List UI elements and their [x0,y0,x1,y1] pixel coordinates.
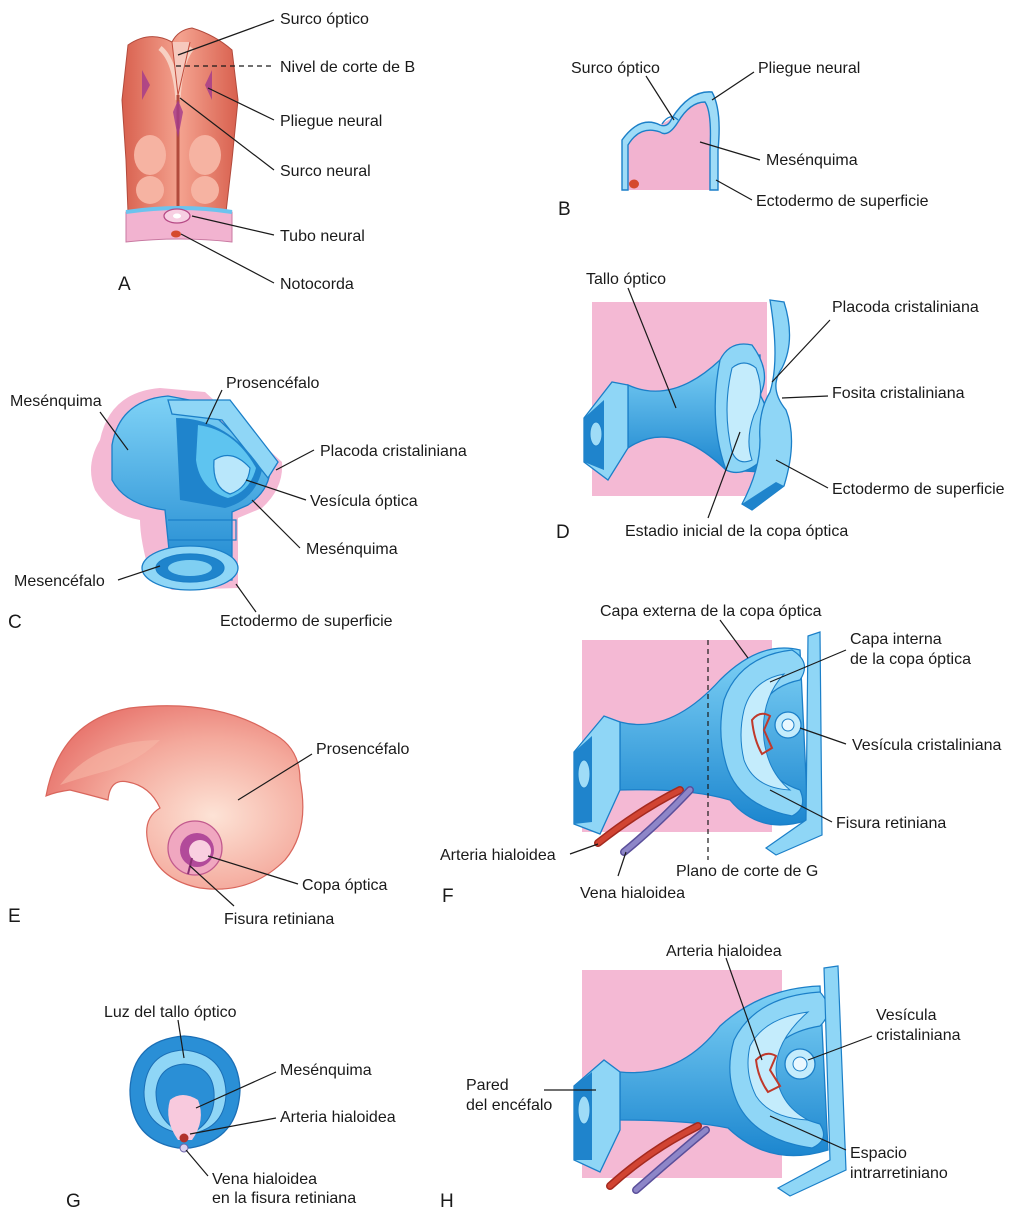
label-e-1: Prosencéfalo [316,741,409,758]
label-g-3: Arteria hialoidea [280,1109,396,1126]
panel-letter-h: H [440,1191,454,1211]
label-b-4: Ectodermo de superficie [756,193,929,210]
label-c-3: Placoda cristaliniana [320,443,467,460]
label-b-2: Pliegue neural [758,60,860,77]
panel-g: Luz del tallo óptico Mesénquima Arteria … [66,1004,396,1211]
label-f-4: Vesícula cristaliniana [852,737,1002,754]
label-c-1: Mesénquima [10,393,102,410]
panel-d: Tallo óptico Placoda cristaliniana Fosit… [556,271,1005,543]
panel-c: Mesénquima Prosencéfalo Placoda cristali… [8,375,467,633]
cross-section-slab [126,208,232,242]
label-h-3: cristaliniana [876,1027,961,1044]
label-g-5: en la fisura retiniana [212,1190,356,1207]
panel-e: Prosencéfalo Copa óptica Fisura retinian… [8,706,409,928]
panel-f: Capa externa de la copa óptica Capa inte… [440,603,1002,907]
label-f-6: Arteria hialoidea [440,847,556,864]
label-f-3: de la copa óptica [850,651,971,668]
label-b-1: Surco óptico [571,60,660,77]
panel-letter-b: B [558,199,571,220]
label-a-2: Nivel de corte de B [280,59,415,76]
label-f-7: Vena hialoidea [580,885,685,902]
label-a-6: Notocorda [280,276,354,293]
label-g-1: Luz del tallo óptico [104,1004,237,1021]
panel-b: Surco óptico Pliegue neural Mesénquima E… [558,60,929,220]
label-c-6: Mesencéfalo [14,573,105,590]
label-h-4: Pared [466,1077,509,1094]
label-f-1: Capa externa de la copa óptica [600,603,822,620]
panel-letter-d: D [556,522,570,543]
label-c-7: Ectodermo de superficie [220,613,393,630]
label-a-5: Tubo neural [280,228,365,245]
label-e-3: Fisura retiniana [224,911,334,928]
label-a-1: Surco óptico [280,11,369,28]
label-h-2: Vesícula [876,1007,937,1024]
label-d-1: Tallo óptico [586,271,666,288]
label-f-2: Capa interna [850,631,942,648]
panel-letter-a: A [118,274,131,295]
label-e-2: Copa óptica [302,877,387,894]
label-h-6: Espacio [850,1145,907,1162]
label-h-5: del encéfalo [466,1097,552,1114]
label-a-3: Pliegue neural [280,113,382,130]
label-g-4: Vena hialoidea [212,1171,317,1188]
label-c-5: Mesénquima [306,541,398,558]
panel-letter-e: E [8,906,21,927]
panel-letter-g: G [66,1191,81,1211]
label-b-3: Mesénquima [766,152,858,169]
label-h-7: intrarretiniano [850,1165,948,1182]
label-a-4: Surco neural [280,163,371,180]
label-d-5: Estadio inicial de la copa óptica [625,523,848,540]
embryo-dorsal-view [122,28,238,212]
label-c-2: Prosencéfalo [226,375,319,392]
label-d-2: Placoda cristaliniana [832,299,979,316]
panel-a: Surco óptico Nivel de corte de B Pliegue… [118,11,415,295]
label-h-1: Arteria hialoidea [666,943,782,960]
label-f-5: Fisura retiniana [836,815,946,832]
panel-h: Arteria hialoidea Vesícula cristaliniana… [440,943,961,1211]
label-c-4: Vesícula óptica [310,493,418,510]
label-d-4: Ectodermo de superficie [832,481,1005,498]
label-d-3: Fosita cristaliniana [832,385,965,402]
label-g-2: Mesénquima [280,1062,372,1079]
panel-letter-c: C [8,612,22,633]
panel-letter-f: F [442,886,454,907]
label-f-8: Plano de corte de G [676,863,818,880]
